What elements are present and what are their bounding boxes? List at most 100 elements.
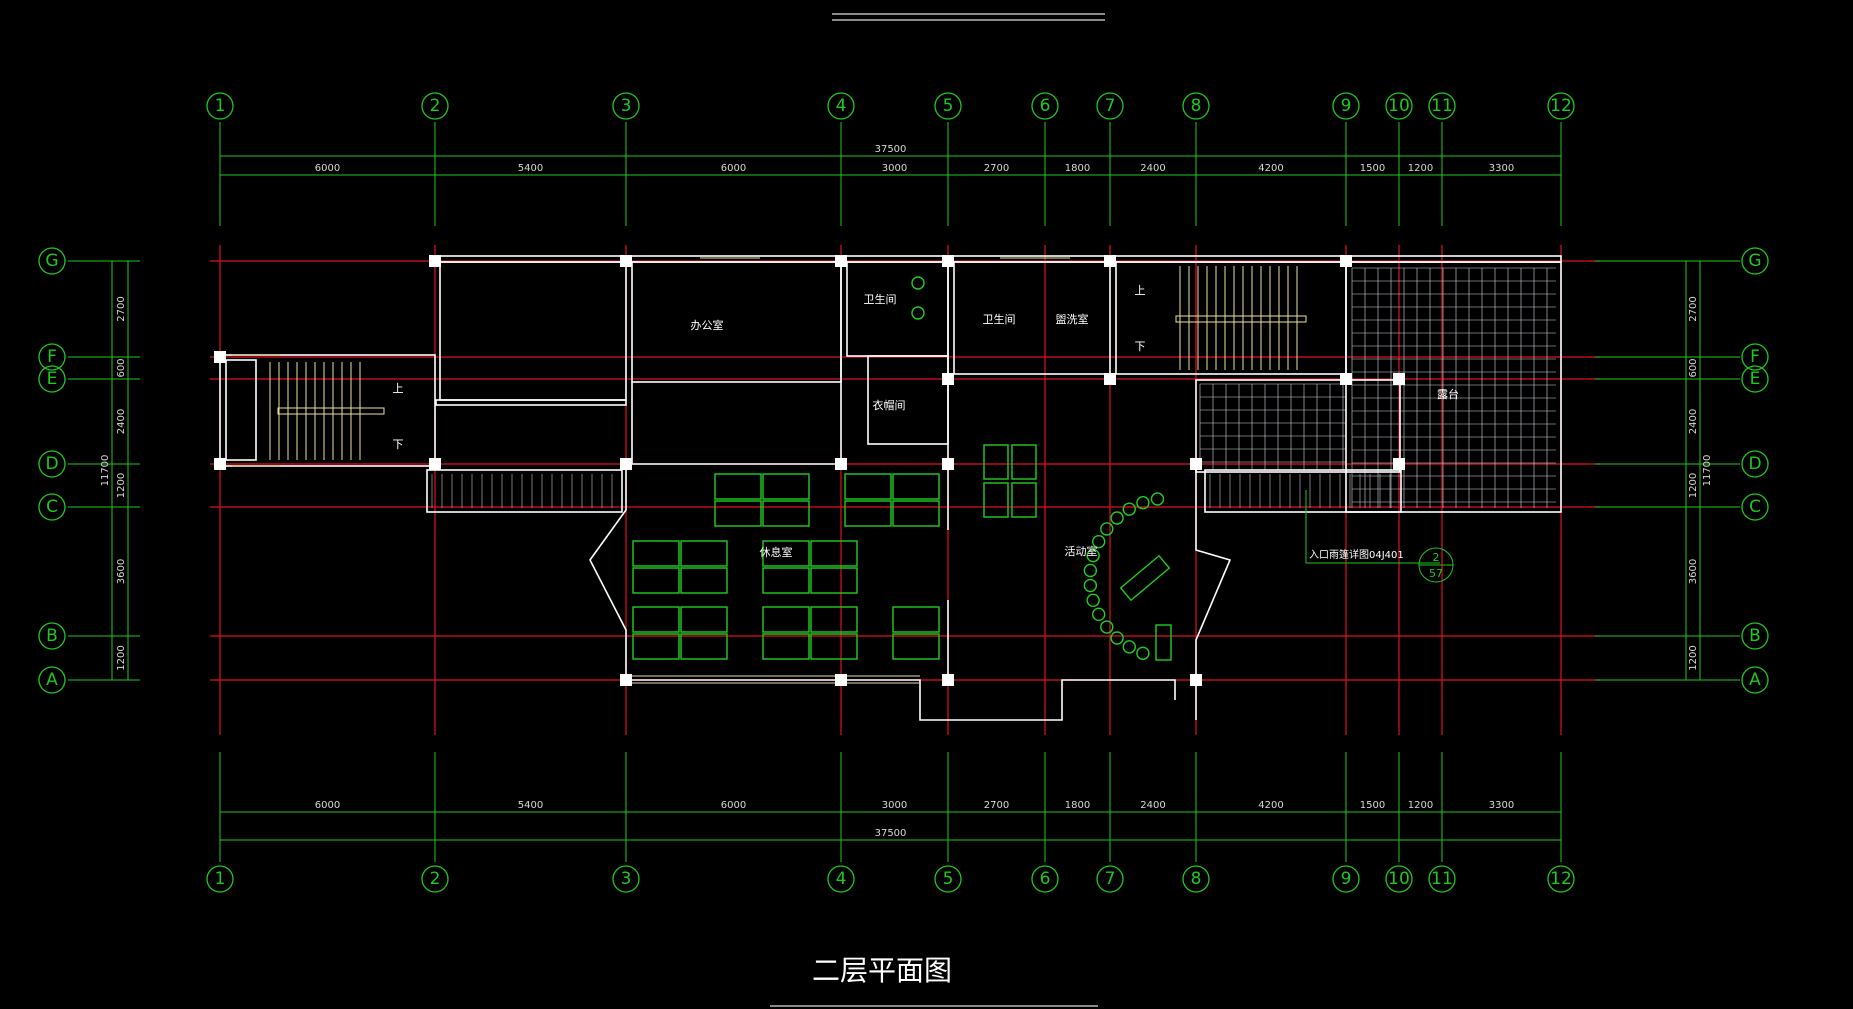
axis-bubble xyxy=(421,865,449,893)
axis-bubble xyxy=(827,865,855,893)
dim-segment: 3600 xyxy=(116,559,127,584)
axis-label-F: F xyxy=(47,347,57,367)
column xyxy=(1340,255,1352,267)
dim-total: 37500 xyxy=(875,828,907,839)
stool xyxy=(1122,502,1136,516)
axis-bubble xyxy=(1741,666,1769,694)
desk xyxy=(632,606,680,633)
dim-segment: 6000 xyxy=(721,163,746,174)
axis-bubble xyxy=(38,365,66,393)
desk xyxy=(714,500,762,527)
column xyxy=(835,458,847,470)
axis-label-4: 4 xyxy=(836,96,847,116)
dim-segment: 6000 xyxy=(315,800,340,811)
axis-label-2: 2 xyxy=(430,96,441,116)
callout-sheet: 57 xyxy=(1429,567,1443,580)
drawing-title: 二层平面图 xyxy=(812,954,952,987)
stair-down-left: 下 xyxy=(393,438,404,451)
axis-bubble xyxy=(1096,92,1124,120)
dim-segment: 4200 xyxy=(1258,163,1283,174)
axis-label-A: A xyxy=(46,670,58,690)
terrace-paving-hatch xyxy=(1199,267,1556,508)
dim-total: 11700 xyxy=(100,455,111,487)
dim-segment: 5400 xyxy=(518,163,543,174)
axis-label-E: E xyxy=(1750,369,1761,389)
axis-bubble xyxy=(1332,92,1360,120)
axis-label-6: 6 xyxy=(1040,869,1051,889)
dim-segment: 1800 xyxy=(1065,800,1090,811)
desk xyxy=(810,567,858,594)
desk xyxy=(680,633,728,660)
dim-segment: 1200 xyxy=(116,473,127,498)
column xyxy=(942,255,954,267)
desk xyxy=(762,540,810,567)
dim-segment: 2700 xyxy=(984,800,1009,811)
dim-segment: 1500 xyxy=(1360,163,1385,174)
dim-segment: 1200 xyxy=(1408,163,1433,174)
axis-bubble xyxy=(1741,365,1769,393)
room-terrace: 露台 xyxy=(1437,387,1459,401)
desk xyxy=(810,606,858,633)
dim-segment: 2700 xyxy=(116,296,127,321)
axis-bubble xyxy=(1385,92,1413,120)
axis-bubble xyxy=(612,92,640,120)
desk xyxy=(892,606,940,633)
column xyxy=(942,458,954,470)
room-toilet-2: 卫生间 xyxy=(983,312,1016,326)
axis-label-G: G xyxy=(45,251,58,271)
axis-label-12: 12 xyxy=(1550,869,1572,889)
dim-segment: 1500 xyxy=(1360,800,1385,811)
axis-bubble xyxy=(1031,865,1059,893)
axis-bubble xyxy=(38,493,66,521)
axis-bubble xyxy=(206,865,234,893)
dim-segment: 1200 xyxy=(1688,645,1699,670)
axis-label-7: 7 xyxy=(1105,96,1116,116)
dim-segment: 2400 xyxy=(1140,800,1165,811)
axis-bubble xyxy=(1428,92,1456,120)
axis-label-1: 1 xyxy=(215,96,226,116)
stool xyxy=(1086,593,1100,608)
desk xyxy=(892,633,940,660)
stool xyxy=(1086,548,1100,563)
axis-bubble xyxy=(1182,865,1210,893)
axis-label-B: B xyxy=(46,626,58,646)
columns xyxy=(214,255,1405,686)
column xyxy=(214,351,226,363)
stair-down-right: 下 xyxy=(1135,340,1146,353)
desk xyxy=(810,633,858,660)
stairs xyxy=(269,266,1391,508)
room-washroom: 盥洗室 xyxy=(1056,312,1089,326)
axis-label-9: 9 xyxy=(1341,96,1352,116)
axis-bubble xyxy=(38,247,66,275)
dim-total: 37500 xyxy=(875,144,907,155)
axis-label-9: 9 xyxy=(1341,869,1352,889)
column xyxy=(1340,373,1352,385)
dim-segment: 600 xyxy=(1688,358,1699,377)
column xyxy=(1104,255,1116,267)
axis-label-7: 7 xyxy=(1105,869,1116,889)
desk xyxy=(844,500,892,527)
axis-label-10: 10 xyxy=(1388,96,1410,116)
axis-label-3: 3 xyxy=(621,96,632,116)
axis-bubble xyxy=(934,92,962,120)
axis-bubble xyxy=(1741,622,1769,650)
column xyxy=(942,674,954,686)
stool xyxy=(1136,646,1150,660)
dim-segment: 1200 xyxy=(1688,473,1699,498)
dim-segment: 2400 xyxy=(1140,163,1165,174)
callout-number: 2 xyxy=(1433,551,1440,564)
axis-label-D: D xyxy=(45,454,58,474)
dim-segment: 4200 xyxy=(1258,800,1283,811)
axis-bubble xyxy=(612,865,640,893)
axis-bubble xyxy=(1741,450,1769,478)
axis-label-10: 10 xyxy=(1388,869,1410,889)
room-lounge: 休息室 xyxy=(760,545,793,559)
axis-label-5: 5 xyxy=(943,96,954,116)
room-office: 办公室 xyxy=(691,318,724,332)
axis-bubble xyxy=(1547,865,1575,893)
axis-label-A: A xyxy=(1749,670,1761,690)
dim-segment: 5400 xyxy=(518,800,543,811)
column xyxy=(1393,373,1405,385)
